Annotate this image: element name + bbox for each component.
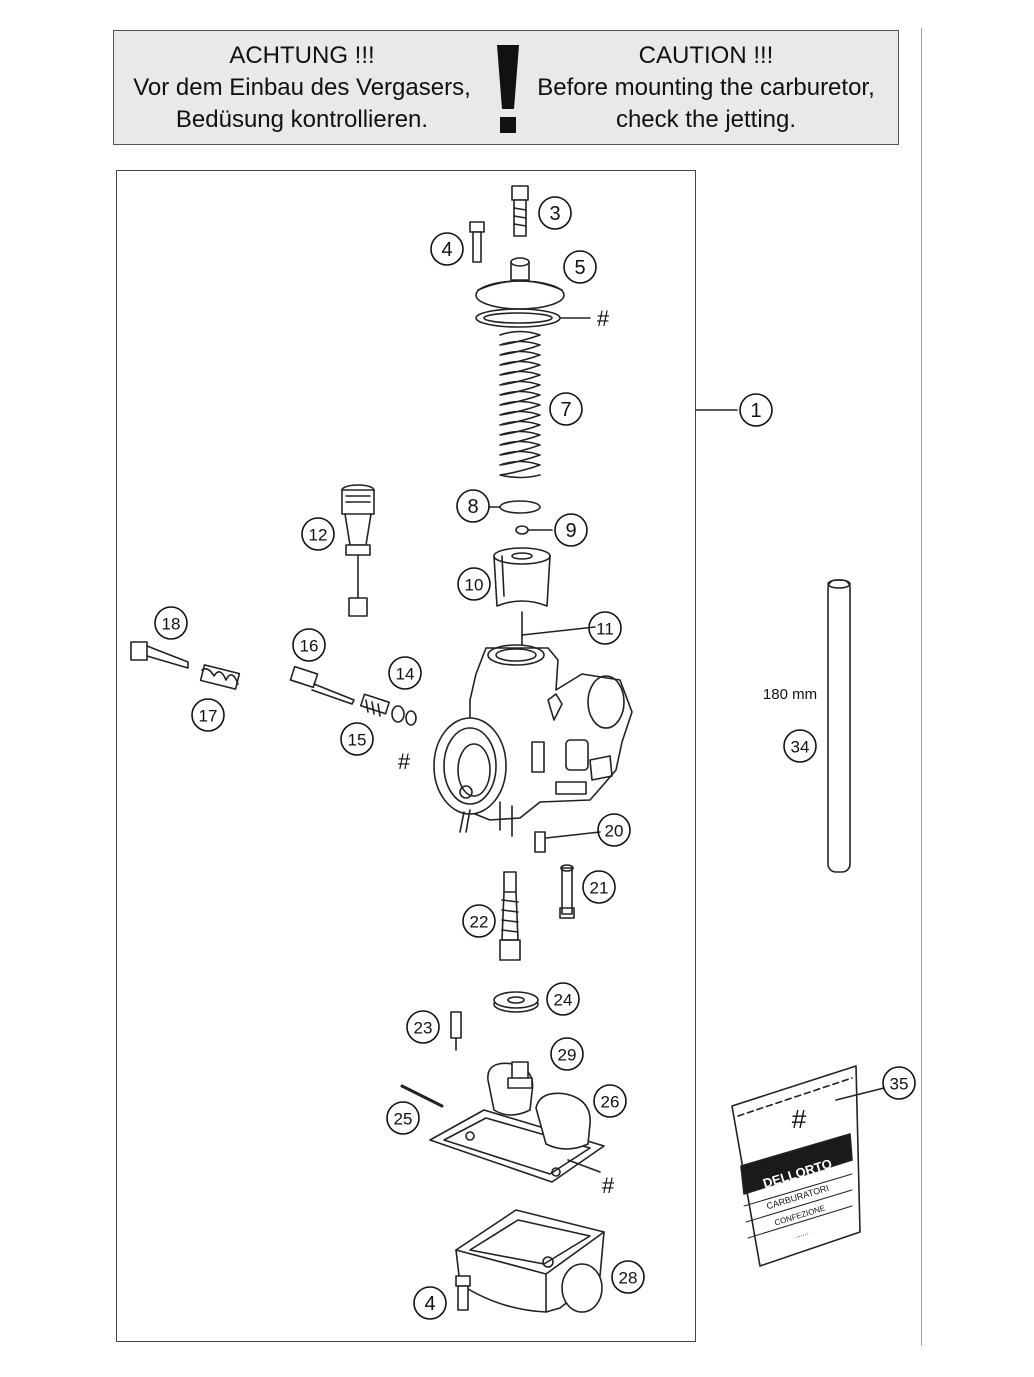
callout-28: 28 bbox=[619, 1269, 638, 1288]
callout-15: 15 bbox=[348, 731, 367, 750]
warning-english: CAUTION !!! Before mounting the carburet… bbox=[526, 40, 886, 136]
callout-9: 9 bbox=[565, 520, 576, 542]
warning-english-heading: CAUTION !!! bbox=[638, 42, 774, 69]
callout-18: 18 bbox=[162, 615, 181, 634]
page-edge-line bbox=[921, 28, 922, 1346]
part-10-throttle-slide bbox=[493, 547, 551, 607]
part-7-spring bbox=[499, 330, 541, 479]
bag-line3: ...... bbox=[794, 1227, 809, 1240]
part-26-float-assembly bbox=[429, 1061, 605, 1183]
part-8-washer bbox=[499, 500, 541, 514]
callout-17: 17 bbox=[199, 707, 218, 726]
part-25-float-pin bbox=[400, 1084, 444, 1108]
callout-23: 23 bbox=[414, 1019, 433, 1038]
part-35-jet-bag bbox=[731, 1065, 885, 1267]
callout-26: 26 bbox=[601, 1093, 620, 1112]
part-22-needle-jet bbox=[499, 871, 521, 961]
callout-1: 1 bbox=[750, 400, 761, 422]
part-15-spring bbox=[359, 693, 391, 715]
hash-mark-cover: # bbox=[597, 306, 610, 331]
callout-29: 29 bbox=[558, 1046, 577, 1065]
callout-4-bottom: 4 bbox=[424, 1293, 435, 1315]
part-5-cover-cap bbox=[475, 257, 565, 328]
callout-5: 5 bbox=[574, 257, 585, 279]
callout-4-top: 4 bbox=[441, 239, 452, 261]
part-3-screw bbox=[511, 185, 529, 237]
warning-english-line1: Before mounting the carburetor, bbox=[537, 74, 875, 101]
callout-12: 12 bbox=[309, 526, 328, 545]
warning-german-line2: Bedüsung kontrollieren. bbox=[175, 106, 429, 133]
callout-1-circle bbox=[739, 393, 773, 427]
assembly-frame bbox=[116, 170, 696, 1342]
caution-box: ACHTUNG !!! Vor dem Einbau des Vergasers… bbox=[113, 30, 899, 145]
callout-7: 7 bbox=[560, 399, 571, 421]
callout-11: 11 bbox=[596, 620, 614, 639]
part-21-atomizer bbox=[559, 864, 575, 919]
callout-14: 14 bbox=[396, 665, 415, 684]
callout-8: 8 bbox=[467, 496, 478, 518]
part-14-washer bbox=[391, 705, 405, 723]
callout-16: 16 bbox=[300, 637, 319, 656]
callout-24: 24 bbox=[554, 991, 573, 1010]
part-4-bottom-bolt bbox=[455, 1275, 471, 1311]
hash-mark-oring: # bbox=[398, 749, 411, 774]
exclamation-icon bbox=[497, 45, 519, 133]
part-17-spring bbox=[201, 668, 239, 685]
part-16-mixture-screw bbox=[289, 665, 355, 705]
callout-34: 34 bbox=[791, 738, 810, 757]
part-9-clip bbox=[515, 525, 529, 535]
hose-length-label: 180 mm bbox=[763, 686, 817, 703]
part-4-bolt bbox=[469, 221, 485, 263]
part-34-hose bbox=[827, 579, 851, 873]
warning-german-line1: Vor dem Einbau des Vergasers, bbox=[133, 74, 471, 101]
callout-22: 22 bbox=[470, 913, 489, 932]
part-23-float-needle bbox=[450, 1011, 462, 1051]
warning-english-line2: check the jetting. bbox=[615, 106, 797, 133]
part-18-screw bbox=[130, 641, 189, 669]
callout-3: 3 bbox=[549, 203, 560, 225]
part-20-jet bbox=[534, 831, 546, 853]
part-28-float-bowl bbox=[455, 1209, 605, 1313]
warning-german: ACHTUNG !!! Vor dem Einbau des Vergasers… bbox=[122, 40, 482, 136]
callout-20: 20 bbox=[605, 822, 624, 841]
bag-hash-mark: # bbox=[792, 1104, 807, 1134]
carburetor-body bbox=[433, 644, 633, 837]
part-12-choke-plunger bbox=[341, 484, 375, 617]
part-24-float-valve-seat bbox=[493, 991, 539, 1013]
callout-10: 10 bbox=[465, 576, 484, 595]
warning-german-heading: ACHTUNG !!! bbox=[229, 42, 375, 69]
callout-25: 25 bbox=[394, 1110, 413, 1129]
callout-21: 21 bbox=[590, 879, 609, 898]
hash-mark-gasket: # bbox=[602, 1173, 615, 1198]
callout-35: 35 bbox=[890, 1075, 909, 1094]
